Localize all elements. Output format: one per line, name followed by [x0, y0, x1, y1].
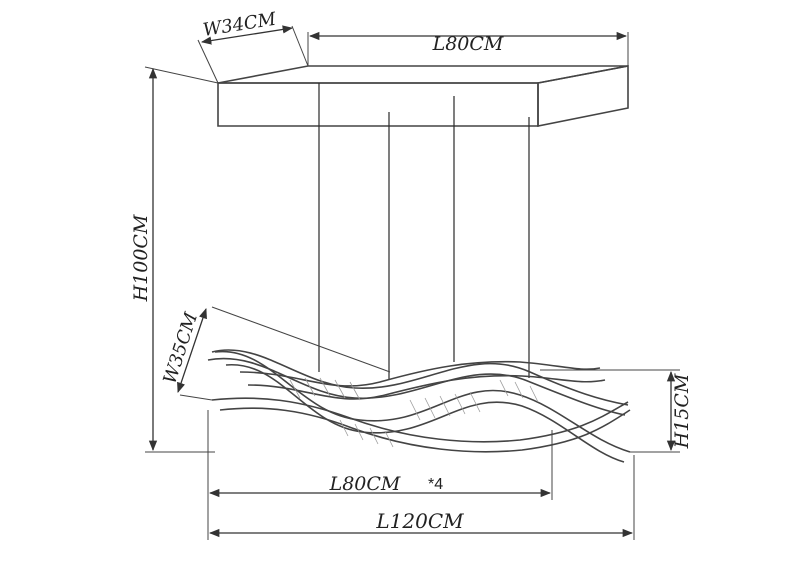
- canopy-width-dimension: W34CM: [197, 9, 309, 84]
- wave-light-fixture: [207, 349, 631, 463]
- fixture-height-label: H15CM: [671, 373, 693, 449]
- overall-length-label: L120CM: [375, 509, 464, 533]
- suspension-cables: [318, 83, 530, 380]
- wave-multiplier-label: *4: [428, 476, 443, 493]
- wave-length-label: L80CM: [329, 473, 401, 495]
- overall-length-dimension: L120CM: [208, 455, 635, 540]
- canopy-length-dimension: L80CM: [307, 31, 629, 66]
- fixture-width-label: W35CM: [159, 310, 202, 387]
- wave-length-dimension: L80CM *4: [207, 410, 553, 540]
- fixture-height-dimension: H15CM: [540, 369, 693, 453]
- canopy-length-label: L80CM: [432, 33, 504, 55]
- ceiling-canopy: [217, 65, 629, 127]
- overall-height-dimension: H100CM: [130, 66, 219, 453]
- overall-height-label: H100CM: [130, 214, 152, 302]
